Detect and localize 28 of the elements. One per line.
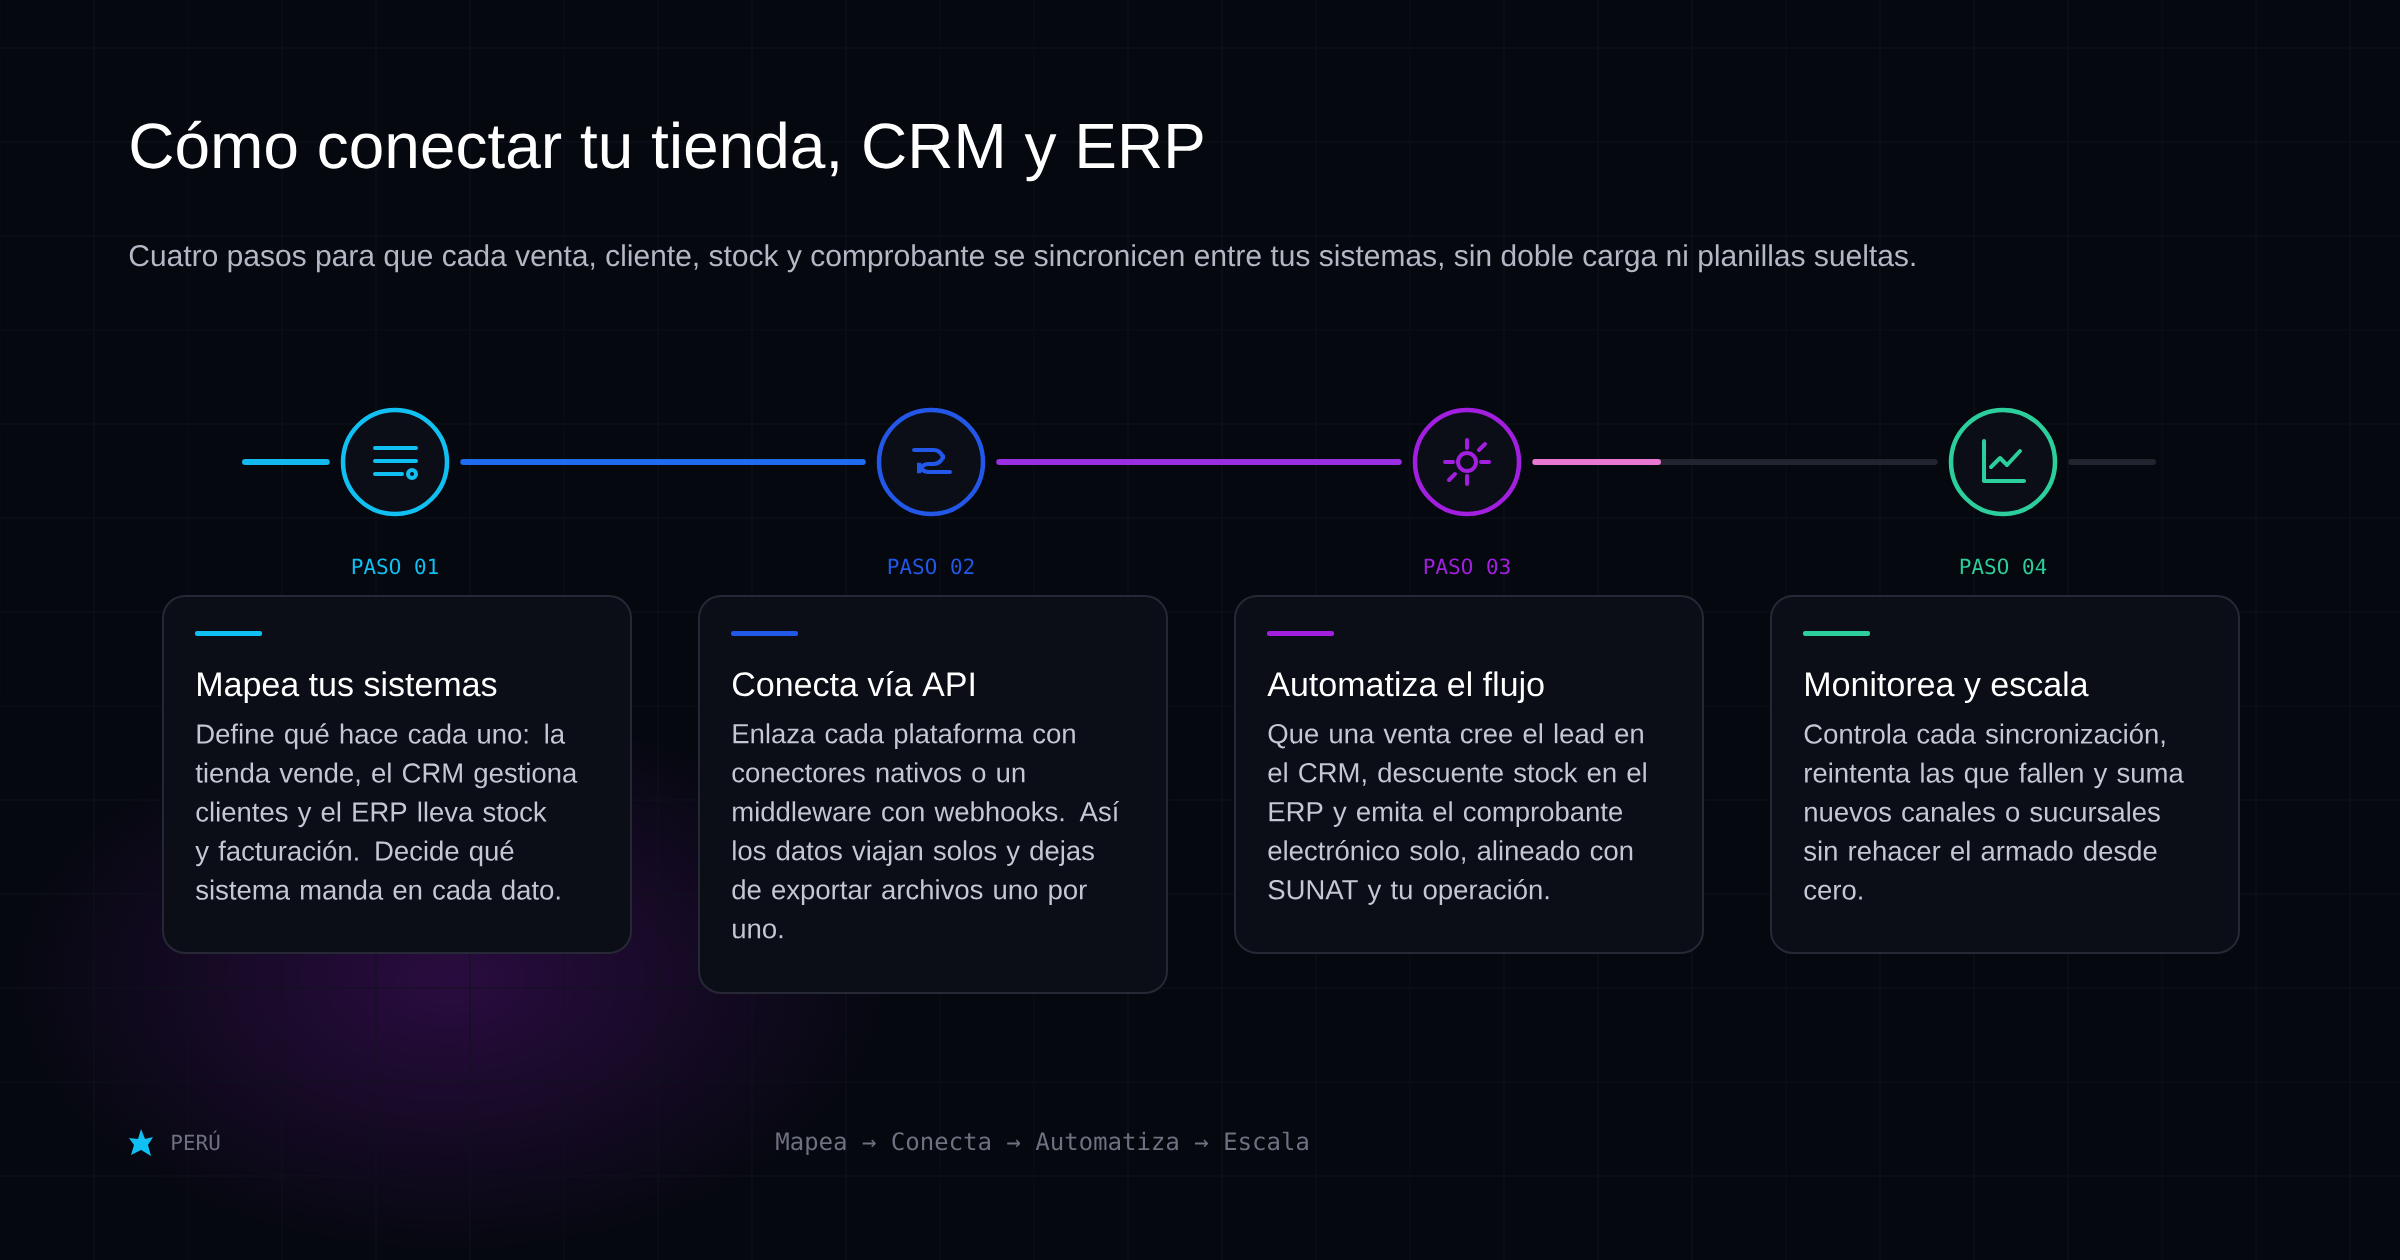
step-circle: [1412, 407, 1522, 517]
card-text: Enlaza cada plataforma con conectores nativos o un middleware con webhooks. Así los datos viajan solos y dejas de exportar archivos uno por uno.: [732, 723, 1120, 939]
step-card: [698, 595, 1168, 994]
step-circle: [1948, 407, 2058, 517]
connector-line: [996, 459, 1402, 465]
card-text: Define qué hace cada uno: la tienda vende, el CRM gestiona clientes y el ERP lleva stock y facturación. Decide qué sistema manda en cada dato.: [195, 723, 578, 900]
step-label: PASO 01: [352, 558, 438, 575]
footer-text: Mapea → Conecta → Automatiza → Escala: [776, 1131, 1308, 1155]
connector-line: [242, 459, 330, 465]
card-text: Que una venta cree el lead en el CRM, descuente stock en el ERP y emita el comprobante electrónico solo, alineado con SUNAT y tu operación.: [1268, 723, 1646, 905]
card-text: Controla cada sincronización, reintenta las que fallen y suma nuevos canales o sucursales sin rehacer el armado desde cero.: [1804, 723, 2184, 900]
step-label: PASO 02: [888, 558, 974, 575]
step-label: PASO 04: [1960, 558, 2047, 575]
step-label: PASO 03: [1424, 558, 1510, 575]
card-heading: Monitorea y escala: [1806, 671, 2089, 704]
step-card: [1770, 595, 2240, 954]
connector-line: [2068, 459, 2156, 465]
step-card: [1234, 595, 1704, 954]
step-circle: [340, 407, 450, 517]
title: Cómo conectar tu tienda, CRM y ERP: [131, 120, 1203, 182]
country-label: PERÚ: [172, 1130, 220, 1151]
subtitle: Cuatro pasos para que cada venta, cliente, stock y comprobante se sincronicen entre tus sistemas, sin doble carga ni planillas sueltas.: [129, 244, 1915, 273]
card-heading: Conecta vía API: [733, 670, 974, 697]
connector-line: [460, 459, 866, 465]
step-circle: [876, 407, 986, 517]
card-heading: Automatiza el flujo: [1267, 671, 1544, 704]
step-card: [162, 595, 632, 954]
card-heading: Mapea tus sistemas: [198, 671, 497, 704]
